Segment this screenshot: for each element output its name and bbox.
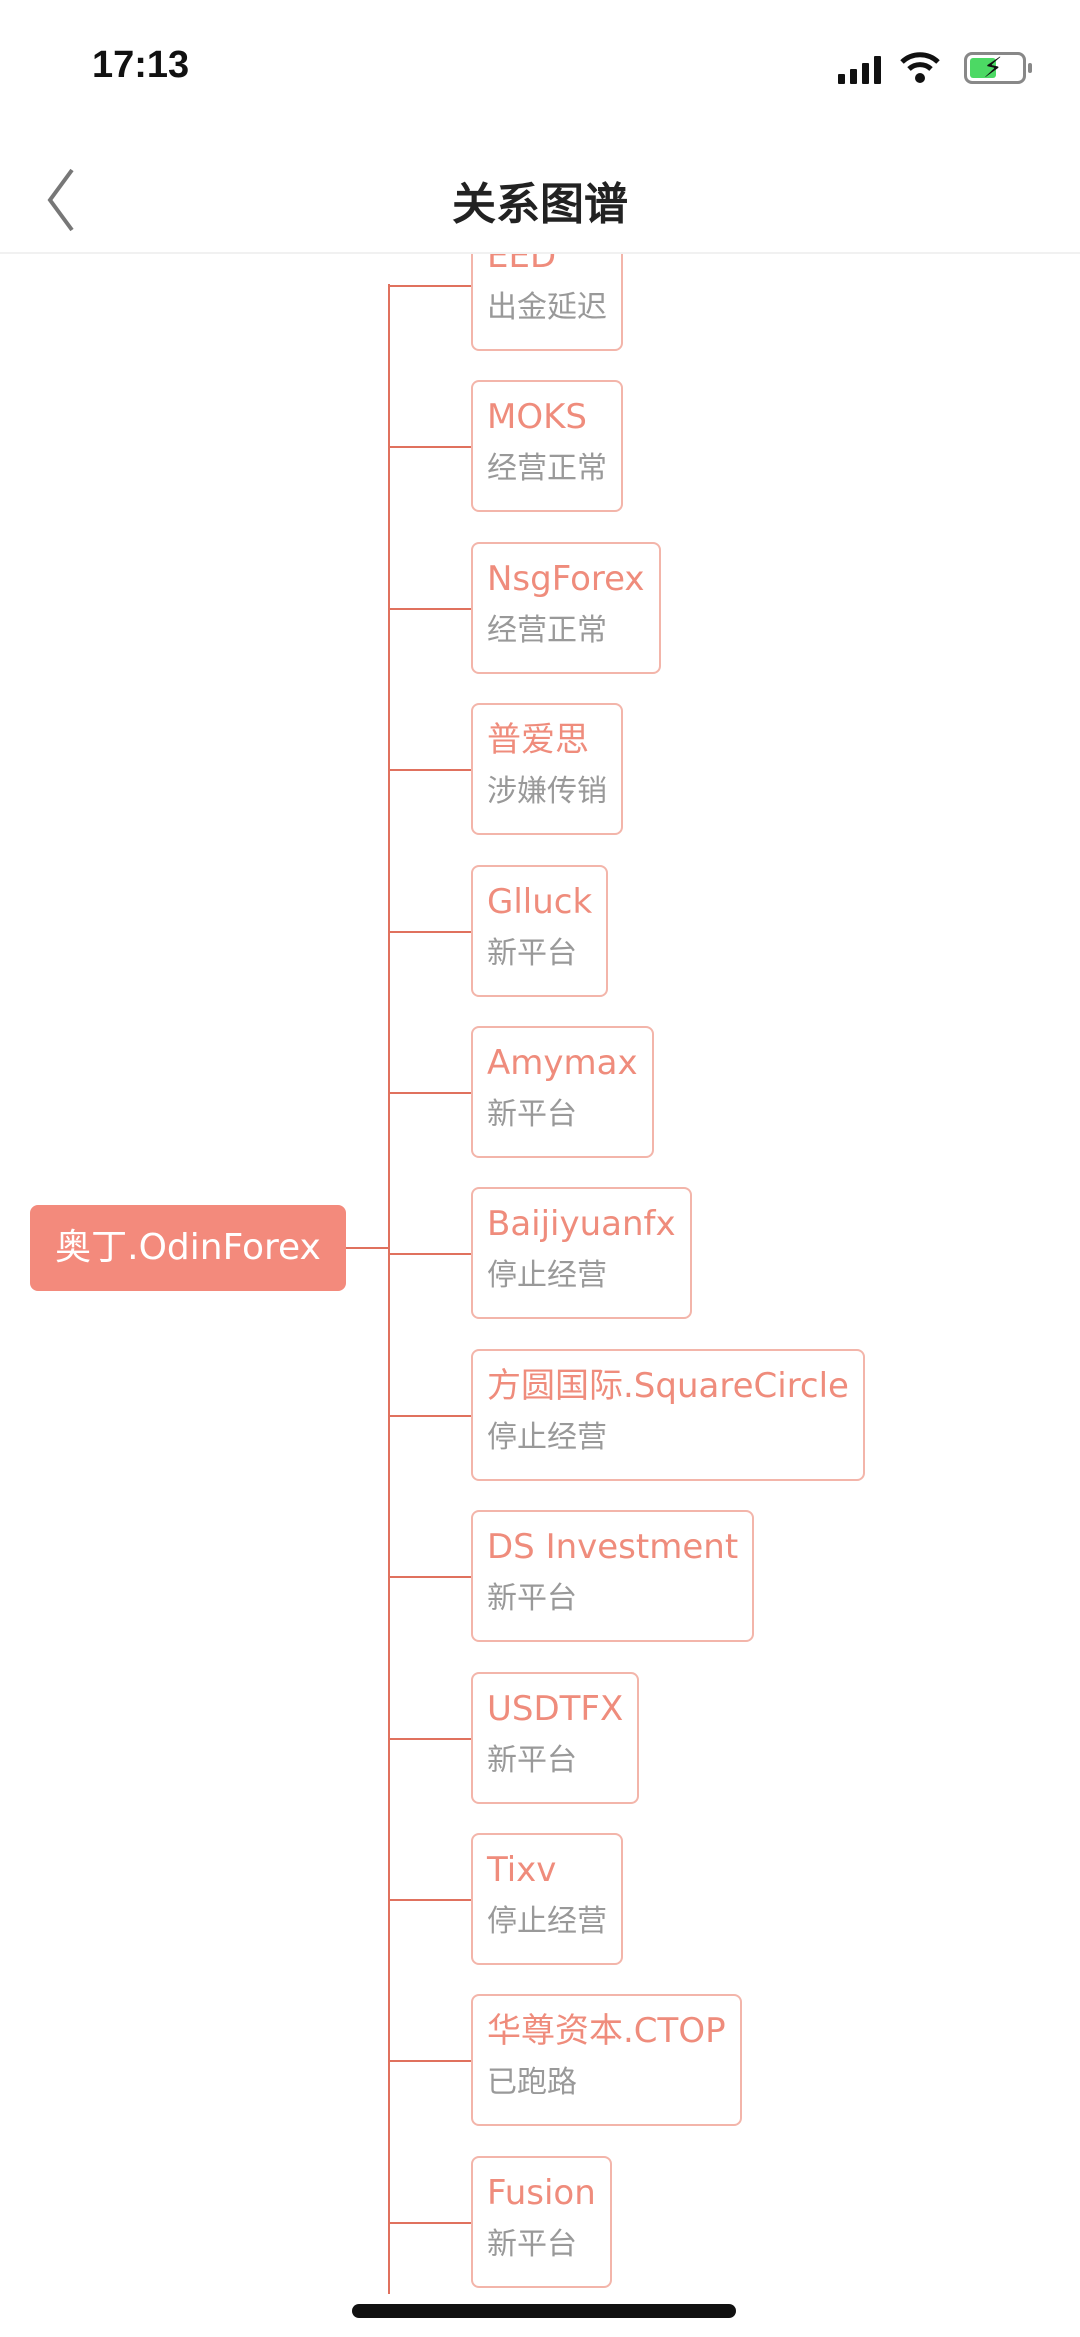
node-name: EED: [487, 254, 557, 276]
node-connector: [389, 607, 471, 610]
back-chevron-icon[interactable]: [40, 162, 90, 232]
graph-node[interactable]: MOKS 经营正常: [471, 380, 623, 513]
root-connector: [346, 1247, 390, 1249]
graph-node[interactable]: 普爱思涉嫌传销: [471, 703, 623, 836]
node-name: Glluck: [487, 881, 593, 922]
node-status: 停止经营: [487, 1258, 607, 1294]
node-name: Baijiyuanfx: [487, 1204, 676, 1245]
home-indicator: [352, 2304, 736, 2318]
graph-node[interactable]: Tixv 停止经营: [471, 1833, 623, 1965]
node-status: 停止经营: [487, 1904, 607, 1939]
cellular-signal-icon: [838, 56, 881, 84]
graph-trunk-line: [388, 284, 390, 2294]
node-status: 经营正常: [487, 612, 607, 648]
graph-node[interactable]: Baijiyuanfx 停止经营: [471, 1187, 692, 1320]
node-name: DS Investment: [487, 1527, 739, 1568]
node-status: 经营正常: [487, 451, 607, 487]
graph-node[interactable]: DS Investment 新平台: [471, 1510, 755, 1643]
nav-bar: 关系图谱: [0, 140, 1080, 254]
graph-node[interactable]: EED 出金延迟: [471, 254, 623, 351]
graph-node[interactable]: 华尊资本.CTOP 已跑路: [471, 1994, 742, 2127]
node-status: 已跑路: [487, 2065, 577, 2101]
node-connector: [389, 930, 471, 933]
node-status: 新平台: [487, 1097, 577, 1132]
node-connector: [389, 2221, 471, 2224]
status-time: 17:13: [92, 44, 190, 86]
node-connector: [389, 1253, 471, 1256]
graph-node[interactable]: Glluck 新平台: [471, 864, 609, 997]
node-connector: [389, 2060, 471, 2063]
battery-charging-icon: ⚡: [964, 52, 1032, 84]
node-name: Tixv: [487, 1850, 557, 1890]
graph-node[interactable]: USDTFX 新平台: [471, 1671, 640, 1804]
node-name: MOKS: [487, 397, 587, 438]
node-status: 出金延迟: [487, 290, 607, 325]
wifi-icon: [900, 52, 940, 83]
node-status: 新平台: [487, 1581, 577, 1617]
node-status: 新平台: [487, 2226, 577, 2262]
page-title: 关系图谱: [452, 179, 628, 230]
root-node[interactable]: 奥丁.OdinForex: [30, 1205, 346, 1291]
node-name: 普爱思: [487, 720, 589, 761]
node-connector: [389, 1899, 471, 1901]
status-bar: 17:13 ⚡: [0, 0, 1080, 140]
graph-node[interactable]: Fusion 新平台: [471, 2155, 612, 2288]
graph-node[interactable]: NsgForex 经营正常: [471, 541, 661, 674]
node-connector: [389, 446, 471, 449]
graph-node[interactable]: 方圆国际.SquareCircle 停止经营: [471, 1348, 865, 1481]
relationship-graph[interactable]: 奥丁.OdinForex EED 出金延迟 MOKS 经营正常 NsgForex 经营正常…: [0, 254, 1080, 2294]
node-connector: [389, 1737, 471, 1740]
node-connector: [389, 1414, 471, 1417]
node-connector: [389, 285, 471, 287]
node-name: 华尊资本.CTOP: [487, 2011, 726, 2052]
node-status: 停止经营: [487, 1419, 607, 1455]
graph-node[interactable]: Amymax 新平台: [471, 1026, 654, 1158]
node-name: Fusion: [487, 2172, 596, 2213]
node-name: USDTFX: [487, 1688, 624, 1729]
node-name: NsgForex: [487, 558, 645, 599]
node-connector: [389, 769, 471, 772]
node-name: 方圆国际.SquareCircle: [487, 1365, 849, 1406]
node-status: 新平台: [487, 1742, 577, 1778]
node-status: 涉嫌传销: [487, 774, 607, 810]
node-status: 新平台: [487, 935, 577, 971]
node-name: Amymax: [487, 1043, 638, 1083]
node-connector: [389, 1092, 471, 1094]
node-connector: [389, 1576, 471, 1579]
